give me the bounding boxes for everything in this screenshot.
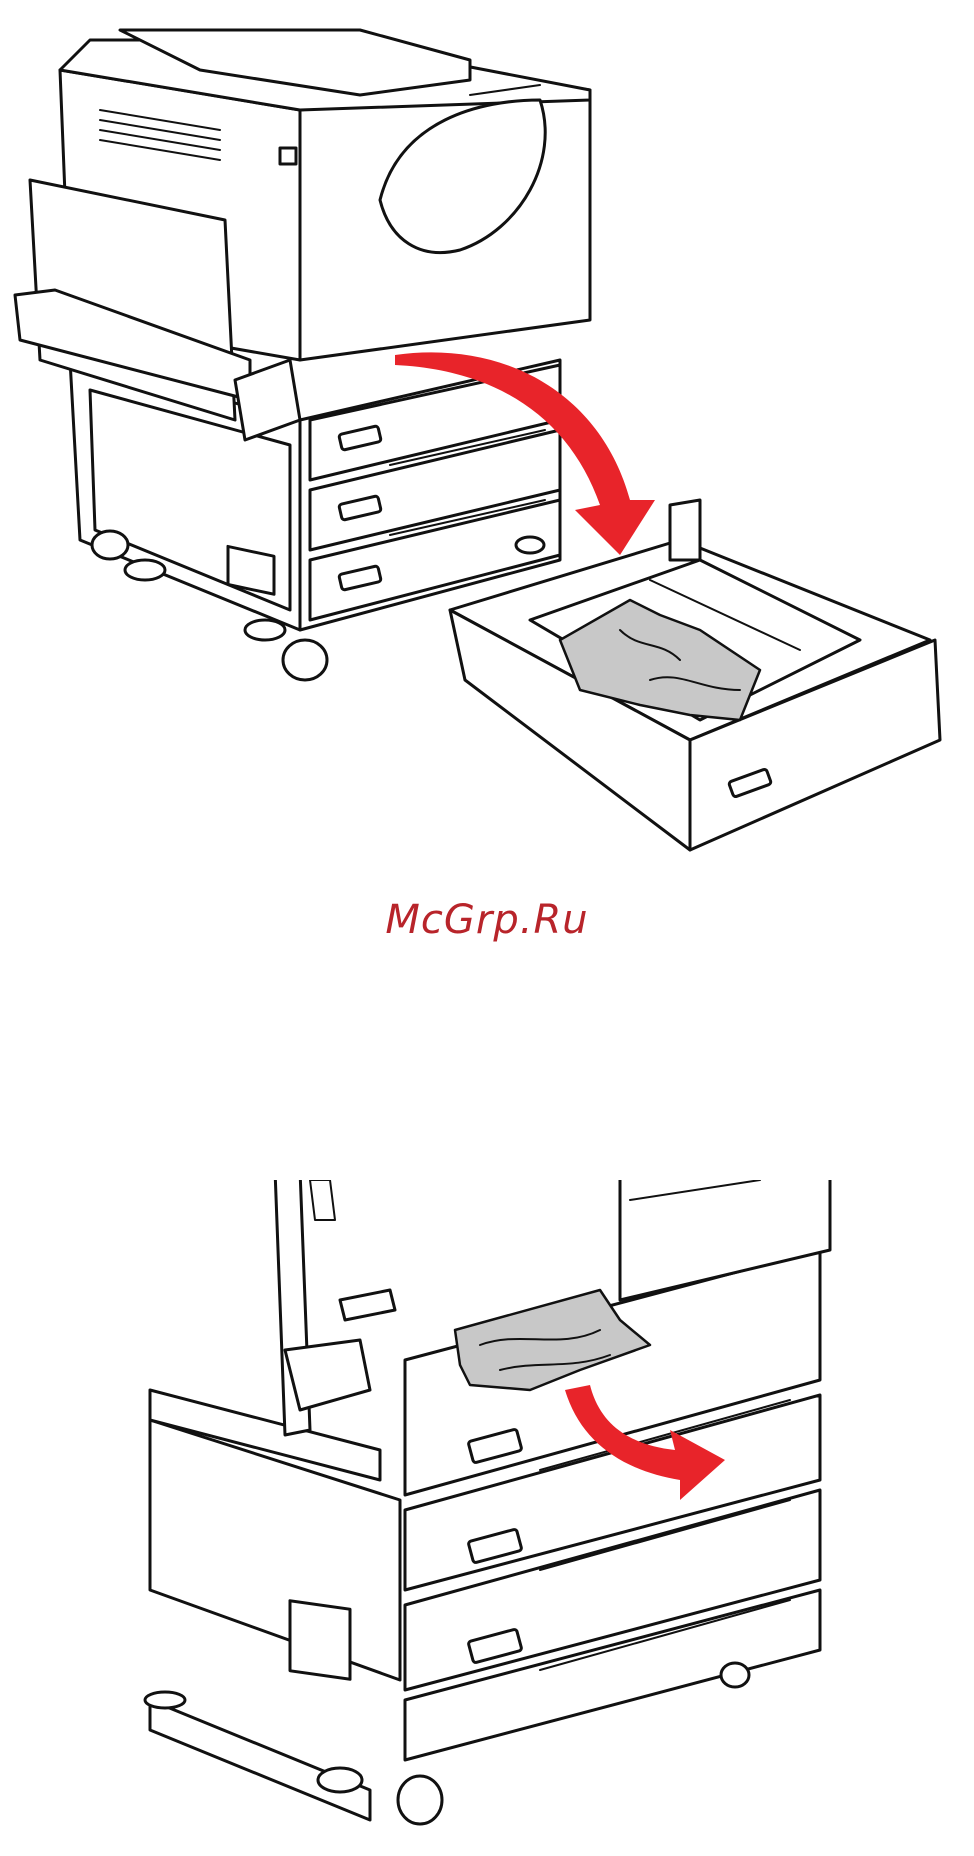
- side-door-handle: [275, 1180, 395, 1435]
- cabinet-side: [150, 1390, 400, 1820]
- watermark-text: McGrp.Ru: [0, 897, 974, 943]
- printer-remove-tray-illustration: [0, 0, 974, 860]
- paper-drawers: [310, 365, 560, 620]
- printer-pull-jammed-paper-illustration: [0, 1180, 974, 1856]
- paper-drawers: [405, 1180, 830, 1760]
